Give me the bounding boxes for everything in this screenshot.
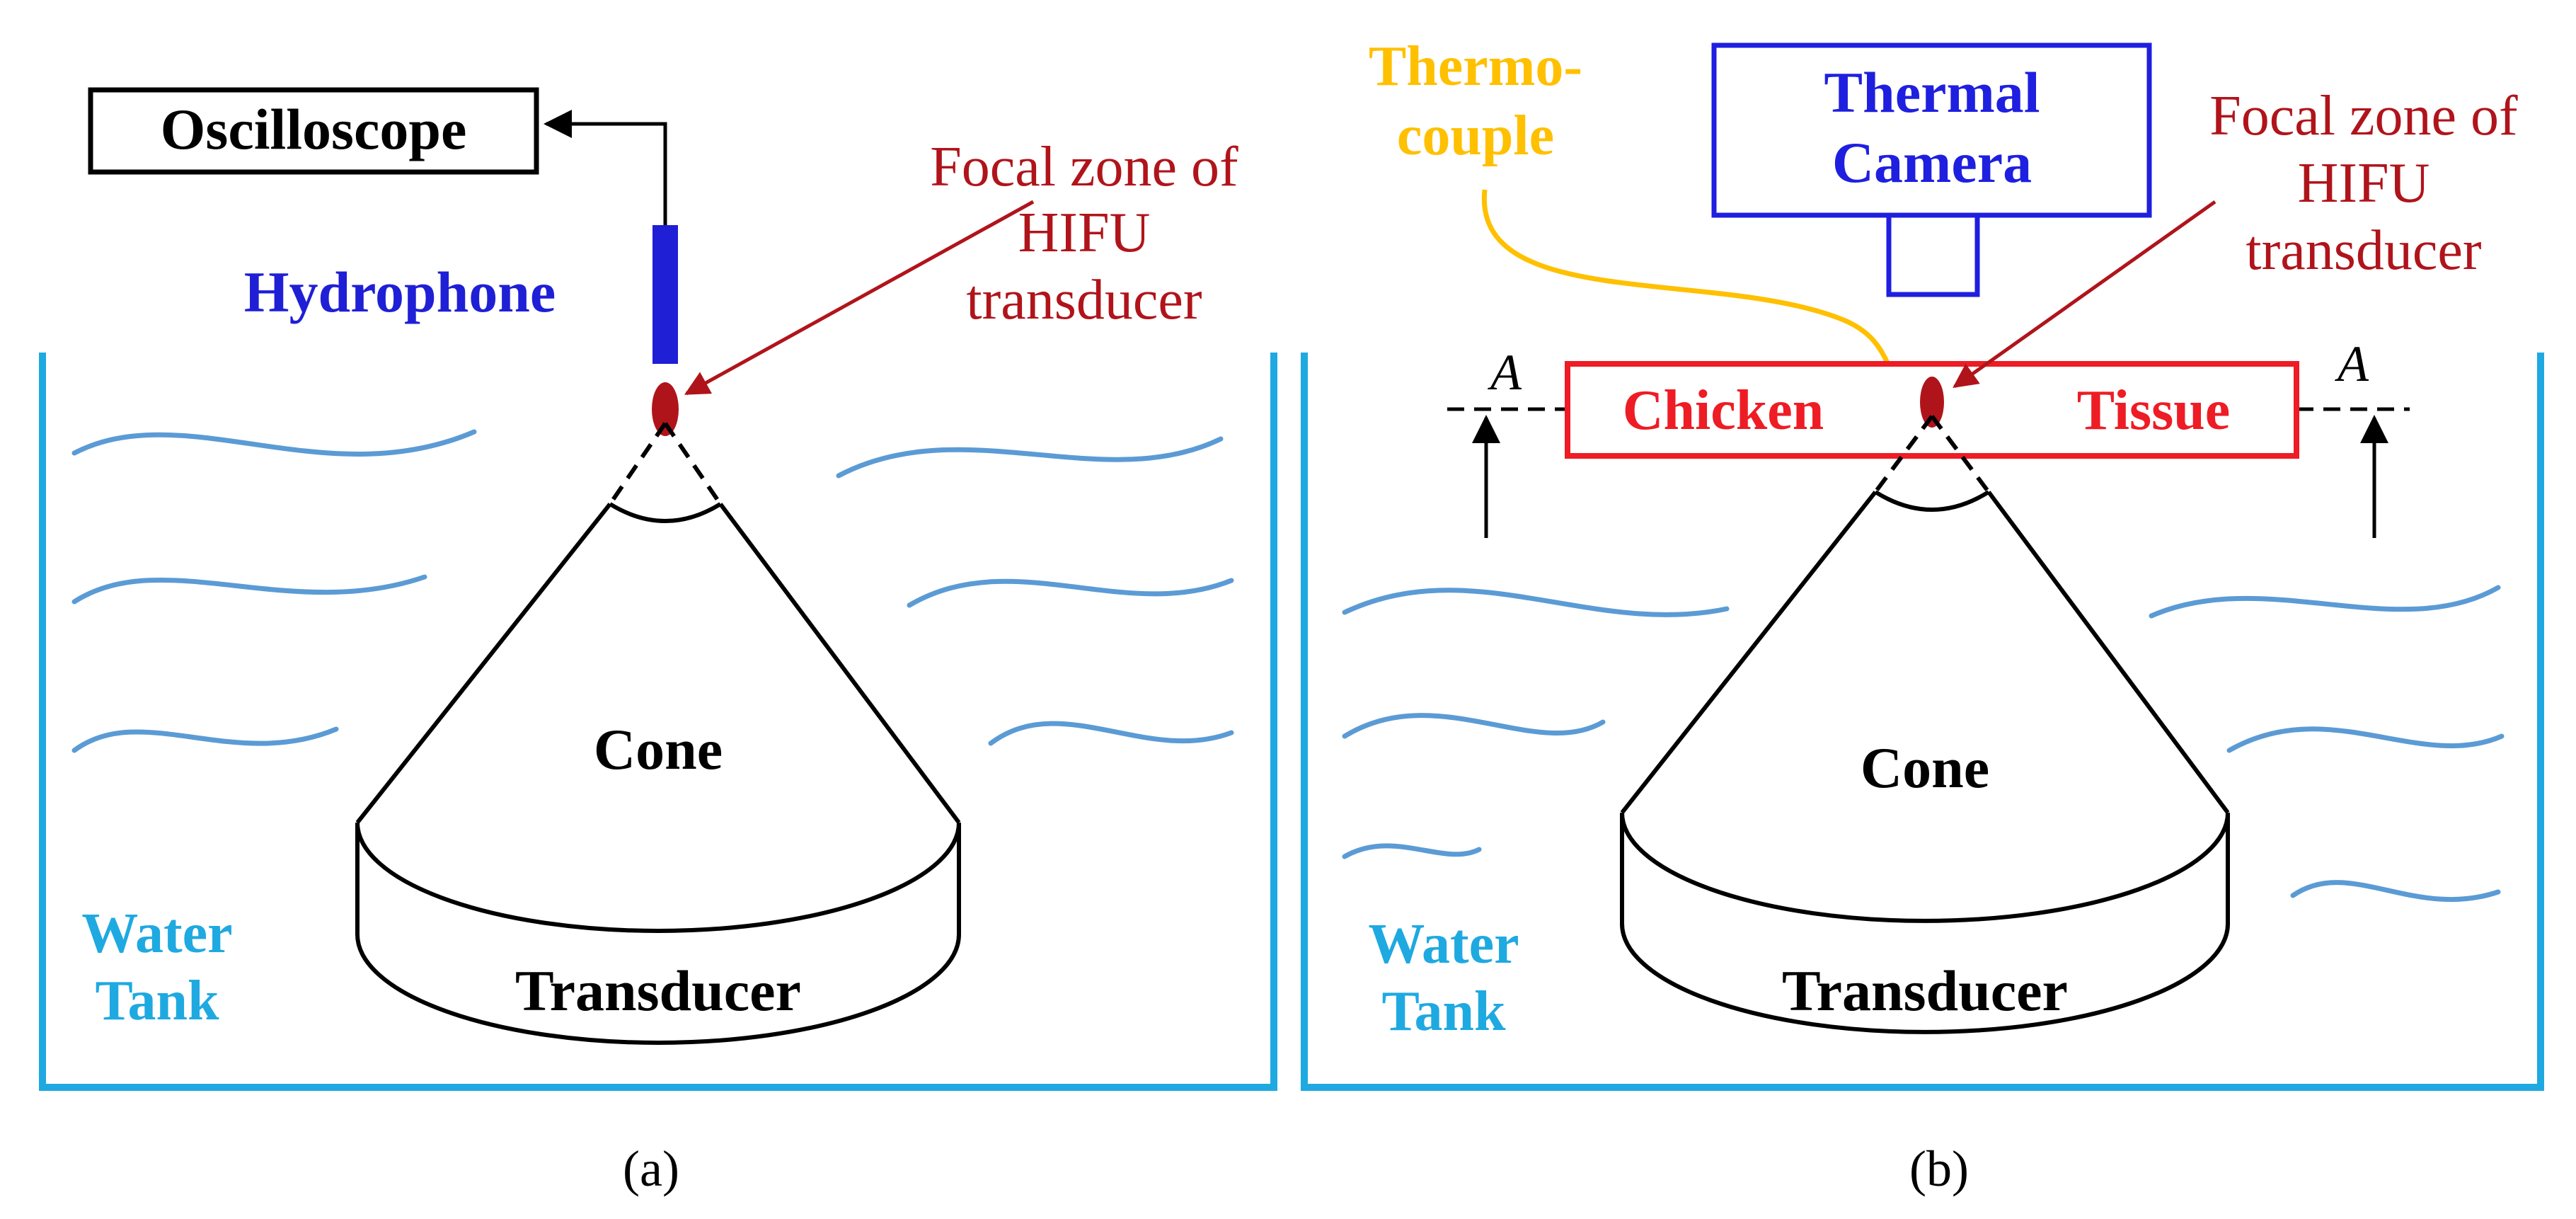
transducer-label-a: Transducer [515,958,801,1023]
cone-a [355,422,961,824]
focal-label-a-line1: Focal zone of [930,136,1238,198]
caption-a: (a) [623,1140,679,1197]
water-label-a-line1: Water [81,903,232,965]
water-waves-a [71,429,1234,753]
focal-pointer-a [684,200,1035,396]
hydrophone-probe [652,225,678,364]
hydrophone-cable [544,110,667,225]
camera-label-line1: Thermal [1824,60,2040,125]
focal-label-b-line3: transducer [2246,219,2481,282]
panel-a: Oscilloscope Hydrophone Focal zone of HI… [39,87,1277,1197]
camera-label-line2: Camera [1832,130,2032,195]
focal-label-b-line2: HIFU [2298,152,2430,214]
water-label-b-line2: Tank [1382,980,1507,1043]
focal-label-a-line2: HIFU [1018,202,1151,264]
caption-b: (b) [1909,1140,1969,1197]
section-label-left: A [1488,344,1522,401]
focal-pointer-b [1953,200,2216,389]
oscilloscope-label: Oscilloscope [161,97,467,161]
water-waves-b [1342,585,2505,903]
water-tank-b [1301,353,2544,1091]
cone-b [1620,415,2230,814]
water-label-a-line2: Tank [96,970,220,1032]
tissue-label-left: Chicken [1623,379,1824,442]
thermocouple-label-line1: Thermo- [1369,35,1582,98]
transducer-b [1620,812,2230,1034]
oscilloscope-box [88,87,539,175]
cone-label-b: Cone [1861,736,1989,800]
focal-label-b-line1: Focal zone of [2209,85,2518,147]
hydrophone-label: Hydrophone [244,260,556,324]
section-line-aa [1447,407,2410,538]
focal-zone-a [652,382,679,436]
water-label-b-line1: Water [1368,913,1519,975]
water-tank-a [39,353,1277,1091]
thermocouple-label-line2: couple [1397,105,1554,167]
thermal-camera-body [1711,42,2152,218]
section-label-right: A [2335,336,2369,392]
focal-label-a-line3: transducer [966,269,1202,331]
focal-zone-b [1920,377,1944,428]
transducer-label-b: Transducer [1782,958,2068,1023]
thermal-camera-lens [1886,212,1980,297]
transducer-a [355,822,961,1045]
cone-label-a: Cone [594,717,723,782]
tissue-label-right: Tissue [2077,379,2230,442]
panel-b: Thermal Camera Thermo- couple A A Chicke… [1301,35,2544,1197]
